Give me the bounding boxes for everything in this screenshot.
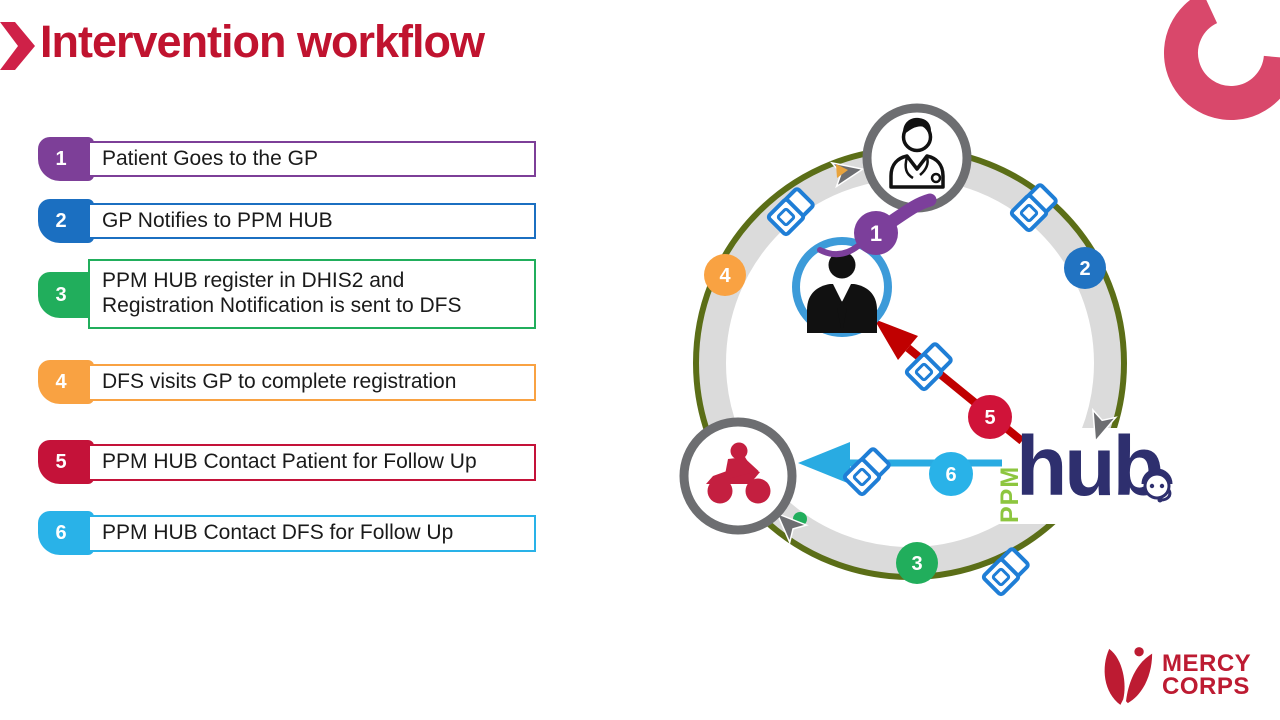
mercy-corps-logo: MERCY CORPS <box>1098 641 1251 711</box>
step-2-badge: 2 <box>38 199 94 243</box>
step-6-number: 6 <box>55 521 67 544</box>
mercy-corps-line2: CORPS <box>1162 673 1250 700</box>
diagram-badge-3: 3 <box>911 553 922 575</box>
gp-node <box>862 103 972 213</box>
purple-connector-step1: 1 <box>817 193 937 258</box>
mercy-corps-line1: MERCY <box>1162 650 1252 678</box>
step-1-box: Patient Goes to the GP <box>88 141 536 177</box>
mercy-corps-leaf-icon <box>1104 647 1153 705</box>
step-4-badge: 4 <box>38 360 94 404</box>
mercy-corps-wordmark: MERCY CORPS <box>1162 650 1252 700</box>
step-5-box: PPM HUB Contact Patient for Follow Up <box>88 444 536 481</box>
doctor-icon <box>889 117 945 189</box>
title-chevron-icon <box>0 22 35 70</box>
diagram-badge-2: 2 <box>1079 258 1090 280</box>
step-1-number: 1 <box>55 147 67 170</box>
diagram-badges: 2 4 3 5 6 <box>704 247 1106 584</box>
step-5-label: PPM HUB Contact Patient for Follow Up <box>102 450 477 474</box>
dfs-node <box>679 417 797 535</box>
decorative-ring <box>1164 0 1280 121</box>
hub-logo-text: hub <box>1016 419 1164 513</box>
step-3-box: PPM HUB register in DHIS2 and Registrati… <box>88 259 536 329</box>
step-3-label: PPM HUB register in DHIS2 and Registrati… <box>102 269 462 317</box>
patient-node <box>792 237 892 337</box>
step-2-box: GP Notifies to PPM HUB <box>88 203 536 239</box>
step-5-number: 5 <box>55 450 67 473</box>
workflow-diagram: 1 2 4 3 5 6 <box>679 103 1184 598</box>
patient-icon <box>807 251 877 333</box>
step-4-box: DFS visits GP to complete registration <box>88 364 536 401</box>
step-4-label: DFS visits GP to complete registration <box>102 370 457 394</box>
step-2-number: 2 <box>55 209 67 232</box>
diagram-badge-4: 4 <box>719 265 731 287</box>
step-1-label: Patient Goes to the GP <box>102 146 318 170</box>
step-3-badge: 3 <box>38 272 94 318</box>
step-2-label: GP Notifies to PPM HUB <box>102 208 333 232</box>
step-6-box: PPM HUB Contact DFS for Follow Up <box>88 515 536 552</box>
step-6-badge: 6 <box>38 511 94 555</box>
motorbike-icon <box>706 442 771 504</box>
step-3-number: 3 <box>55 283 67 306</box>
gold-arrowhead-icon <box>836 164 848 178</box>
diagram-badge-1: 1 <box>870 221 882 246</box>
step-4-number: 4 <box>55 370 67 393</box>
diagram-badge-6: 6 <box>945 464 956 486</box>
page-title: Intervention workflow <box>40 16 485 67</box>
data-sync-icon <box>841 446 892 498</box>
step-1-badge: 1 <box>38 137 94 181</box>
step-6-label: PPM HUB Contact DFS for Follow Up <box>102 521 454 545</box>
headset-bot-icon <box>1141 468 1173 503</box>
diagram-badge-5: 5 <box>984 407 995 429</box>
step-5-badge: 5 <box>38 440 94 484</box>
